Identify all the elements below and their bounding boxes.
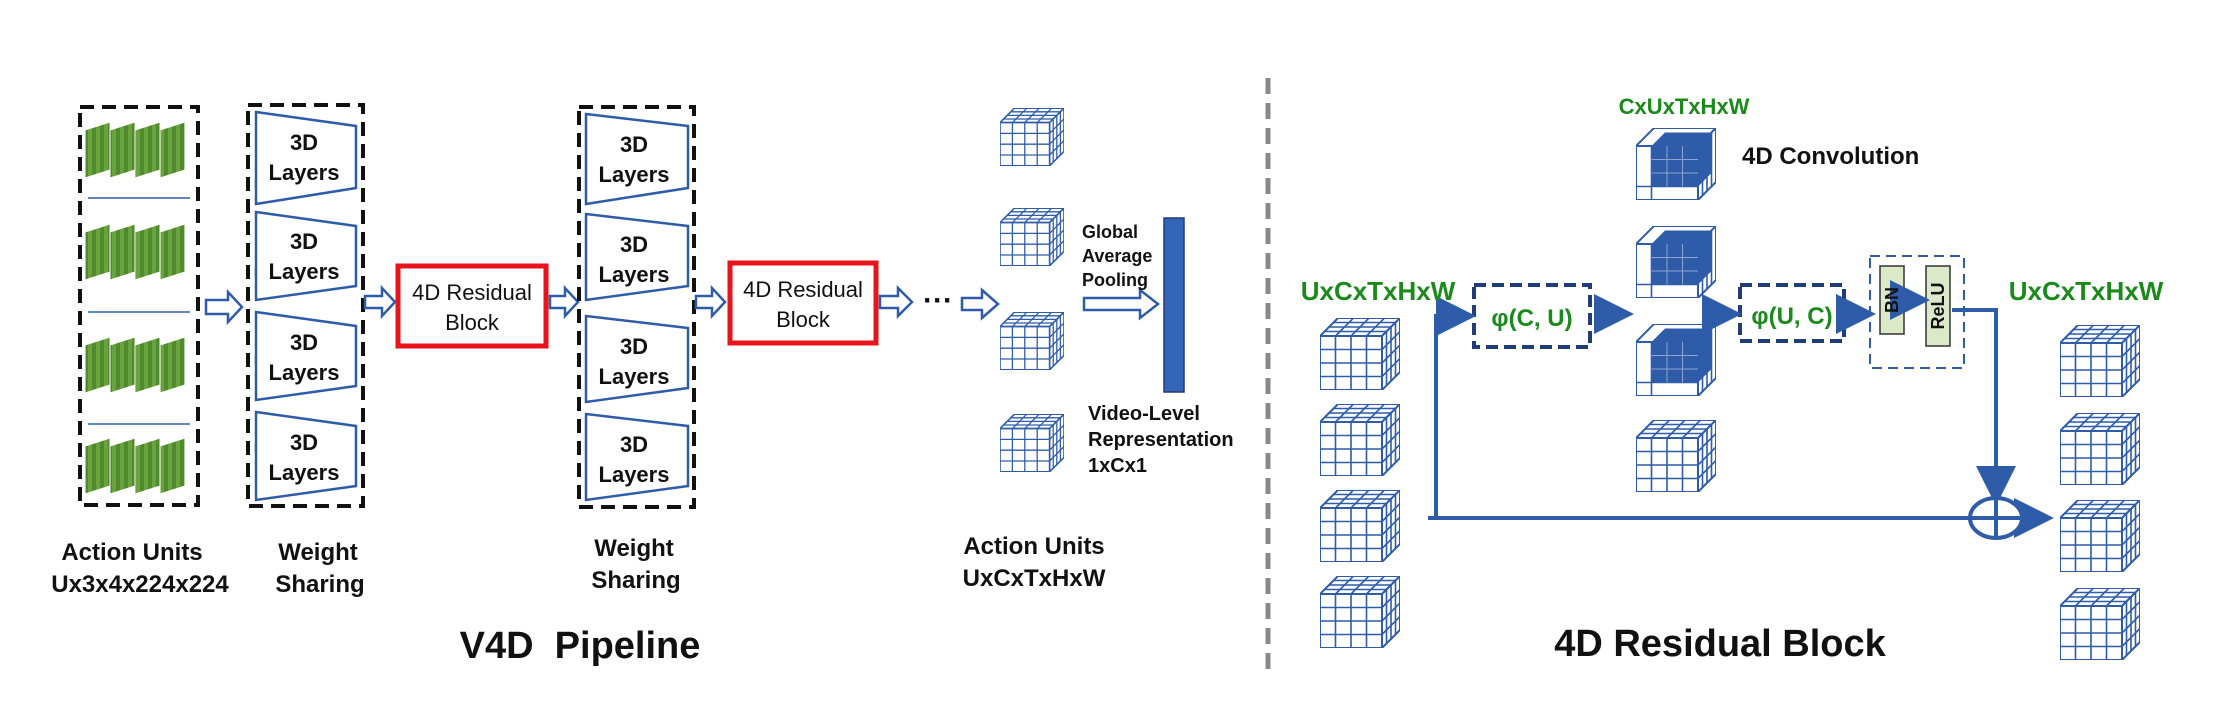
hollow-arrow-3 — [548, 284, 580, 320]
layers-group-1 — [254, 110, 358, 502]
frame-strip-3 — [84, 336, 186, 394]
action-units-out-label: Action Units — [963, 533, 1104, 560]
weight-sharing-label-2b: Sharing — [591, 567, 680, 594]
input-dims-label: UxCxTxHxW — [1301, 276, 1456, 306]
bn-label: BN — [1882, 287, 1902, 313]
frame-strip-4 — [84, 437, 186, 495]
hollow-arrow-6 — [960, 287, 1000, 321]
frame-strip-2 — [84, 223, 186, 281]
residual-block-2-label-a: 4D Residual — [743, 277, 863, 302]
video-frames — [84, 121, 190, 495]
relu-box — [1925, 265, 1951, 347]
gap-label-1: Global — [1082, 222, 1138, 242]
residual-block-2-label-b: Block — [776, 307, 831, 332]
video-rep-label-2: Representation — [1088, 429, 1234, 451]
ellipsis: ··· — [923, 284, 953, 317]
residual-add-icon — [1968, 496, 2024, 540]
layer-label-4b: Layers — [269, 460, 340, 485]
video-rep-label-3: 1xCx1 — [1088, 455, 1147, 477]
permute-2-label: φ(U, C) — [1751, 303, 1832, 330]
action-unit-cubes — [1000, 108, 1064, 472]
layer-label-8b: Layers — [599, 462, 670, 487]
layer-label-2b: Layers — [269, 259, 340, 284]
video-representation-bar — [1163, 217, 1185, 393]
layer-label-6a: 3D — [620, 232, 648, 257]
output-dims-label: UxCxTxHxW — [2009, 276, 2164, 306]
layer-label-8a: 3D — [620, 432, 648, 457]
flow-arrows — [1428, 280, 2054, 538]
layer-label-5b: Layers — [599, 162, 670, 187]
action-units-label: Action Units — [61, 539, 202, 566]
gap-label-3: Pooling — [1082, 270, 1148, 290]
frame-strip-1 — [84, 121, 186, 179]
gap-label-2: Average — [1082, 246, 1152, 266]
weight-sharing-label-1a: Weight — [278, 539, 358, 566]
conv-dims-label: CxUxTxHxW — [1619, 94, 1750, 119]
layer-label-6b: Layers — [599, 262, 670, 287]
layers-group-2 — [584, 112, 690, 502]
hollow-arrow-4 — [694, 284, 727, 320]
residual-block-box-1 — [395, 263, 549, 349]
permute-box-1 — [1472, 283, 1592, 349]
action-units-dims: Ux3x4x224x224 — [51, 571, 229, 598]
action-units-out-dims: UxCxTxHxW — [963, 565, 1106, 592]
action-units-frame-box — [78, 105, 200, 507]
residual-block-1-label-a: 4D Residual — [412, 280, 532, 305]
video-rep-label-1: Video-Level — [1088, 403, 1200, 425]
residual-block-title: 4D Residual Block — [1554, 623, 1886, 665]
layer-label-1a: 3D — [290, 130, 318, 155]
output-cube-stack — [2060, 325, 2140, 660]
layer-label-7b: Layers — [599, 364, 670, 389]
weight-sharing-box-2 — [577, 105, 696, 509]
weight-sharing-label-1b: Sharing — [275, 571, 364, 598]
input-cube-stack — [1320, 318, 1400, 648]
layer-label-5a: 3D — [620, 132, 648, 157]
conv-label: 4D Convolution — [1742, 143, 1919, 170]
layer-label-1b: Layers — [269, 160, 340, 185]
gap-arrow — [1082, 287, 1161, 321]
residual-block-1-label-b: Block — [445, 310, 500, 335]
layer-label-7a: 3D — [620, 334, 648, 359]
hollow-arrow-5 — [878, 284, 914, 320]
weight-sharing-label-2a: Weight — [594, 535, 674, 562]
residual-block-box-2 — [727, 260, 879, 346]
hollow-arrow-2 — [363, 284, 397, 320]
layer-label-4a: 3D — [290, 430, 318, 455]
pipeline-title: V4D Pipeline — [460, 625, 701, 667]
layer-label-3a: 3D — [290, 330, 318, 355]
hollow-arrow-1 — [204, 288, 244, 326]
layer-label-3b: Layers — [269, 360, 340, 385]
weight-sharing-box-1 — [246, 103, 365, 508]
layer-label-2a: 3D — [290, 229, 318, 254]
conv-cube-stack — [1636, 128, 1716, 492]
relu-label: ReLU — [1928, 282, 1948, 329]
permute-1-label: φ(C, U) — [1491, 305, 1572, 332]
